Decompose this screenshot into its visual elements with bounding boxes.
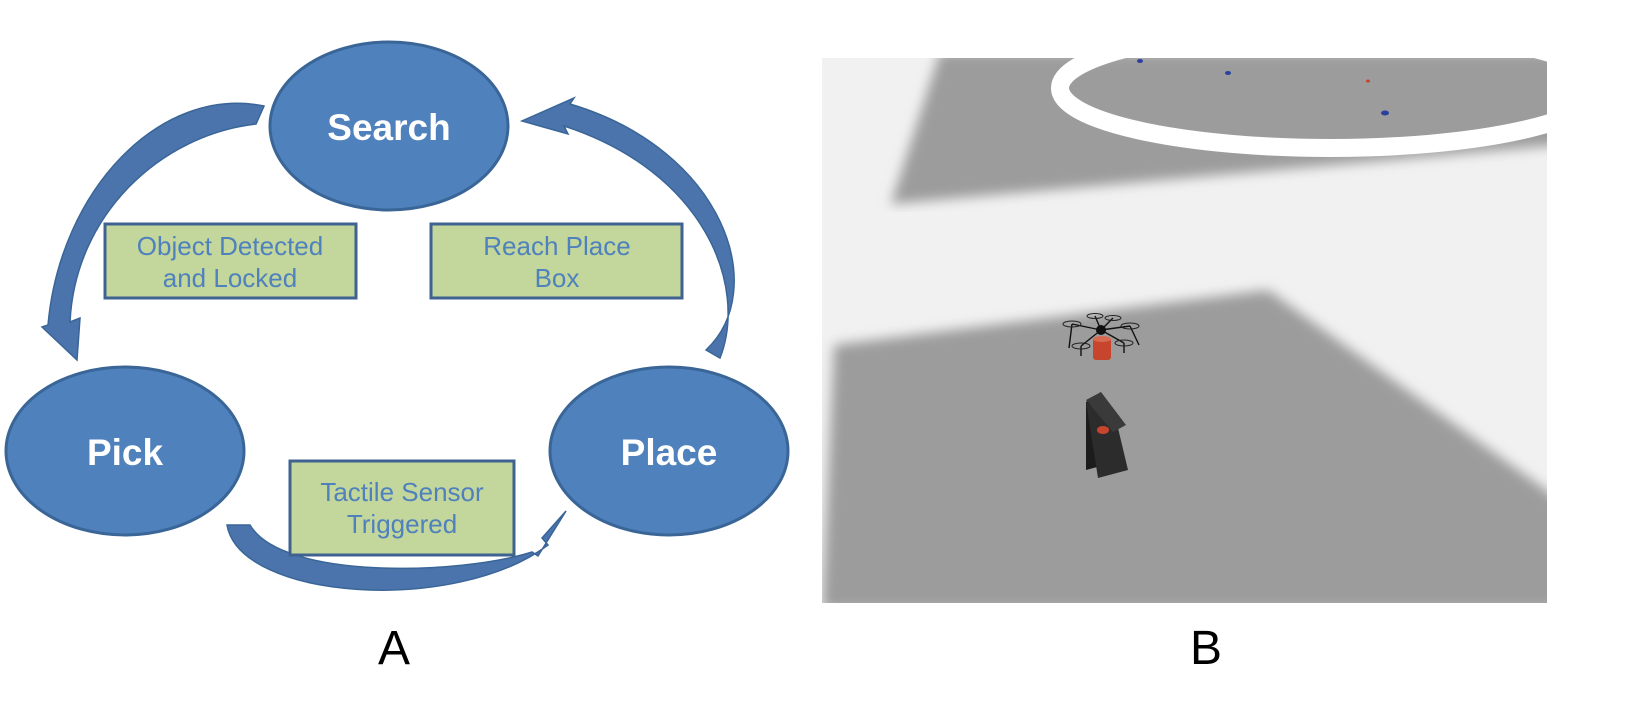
arrow-pick-to-place xyxy=(226,510,567,591)
place-box-top xyxy=(1086,392,1126,432)
condition-place-to-search: Reach Place Box xyxy=(429,222,684,300)
condition-line-2: Box xyxy=(535,263,580,293)
state-search-label: Search xyxy=(327,107,450,148)
drone-rotors xyxy=(1062,313,1140,350)
condition-box xyxy=(103,222,358,300)
condition-search-to-pick: Object Detected and Locked xyxy=(103,222,358,300)
drone xyxy=(1062,313,1140,360)
condition-pick-to-place: Tactile Sensor Triggered xyxy=(288,459,516,557)
panel-a: Search Pick Place Object Detected and Lo… xyxy=(4,40,790,675)
marker-red xyxy=(1366,79,1370,83)
panel-a-label: A xyxy=(378,622,410,675)
simulation-scene xyxy=(822,58,1547,603)
state-place-ellipse xyxy=(548,365,790,537)
drone-hub xyxy=(1096,325,1106,335)
arrow-place-to-search xyxy=(519,96,735,360)
state-place-label: Place xyxy=(621,432,718,473)
drone-payload-top xyxy=(1093,336,1111,342)
place-box-front xyxy=(1086,402,1128,478)
near-platform xyxy=(822,290,1547,603)
place-box xyxy=(1086,392,1128,478)
marker-blue-1 xyxy=(1137,59,1143,63)
panel-b-label: B xyxy=(1190,622,1222,675)
condition-box xyxy=(429,222,684,300)
arena-ring xyxy=(1051,58,1547,157)
condition-line-2: and Locked xyxy=(163,263,297,293)
payload-in-box xyxy=(1097,426,1109,434)
state-search-ellipse xyxy=(268,40,510,212)
state-search: Search xyxy=(268,40,510,212)
condition-line-1: Reach Place xyxy=(483,231,630,261)
condition-box xyxy=(288,459,516,557)
state-pick-label: Pick xyxy=(87,432,164,473)
marker-blue-3 xyxy=(1381,110,1389,116)
drone-payload xyxy=(1093,338,1111,360)
arrow-search-to-pick xyxy=(40,102,266,362)
state-pick-ellipse xyxy=(4,365,246,537)
condition-line-2: Triggered xyxy=(347,509,457,539)
state-place: Place xyxy=(548,365,790,537)
condition-line-1: Tactile Sensor xyxy=(320,477,484,507)
marker-blue-2 xyxy=(1225,71,1231,75)
state-pick: Pick xyxy=(4,365,246,537)
condition-line-1: Object Detected xyxy=(137,231,323,261)
panel-b: B xyxy=(822,58,1547,675)
